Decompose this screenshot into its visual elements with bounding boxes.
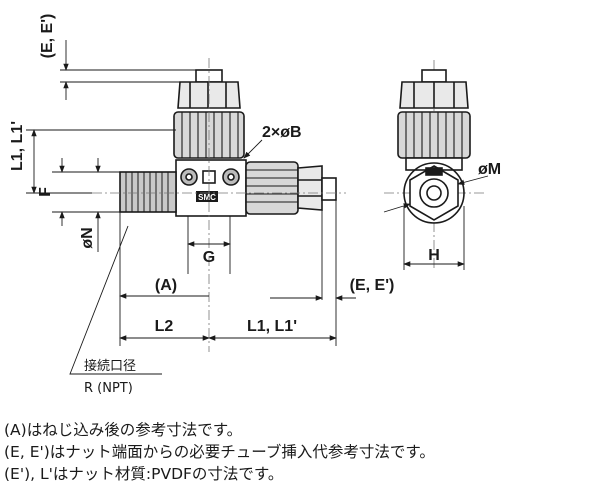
dim-h: H: [428, 247, 440, 264]
connection-label: 接続口径: [84, 358, 136, 374]
dimension-lines: [26, 40, 489, 375]
note-3: (E'), L'はナット材質:PVDFの寸法です。: [4, 465, 284, 483]
dim-g: G: [203, 249, 215, 266]
dim-e-top: (E, E'): [39, 14, 56, 59]
front-view: [119, 69, 337, 217]
connection-thread: R (NPT): [84, 381, 133, 396]
dim-n: øN: [79, 227, 96, 248]
notes: (A)はねじ込み後の参考寸法です。 (E, E')はナット端面からの必要チューブ…: [4, 419, 608, 485]
dim-l2: L2: [155, 318, 174, 335]
dim-f: F: [37, 187, 54, 197]
note-1: (A)はねじ込み後の参考寸法です。: [4, 421, 243, 439]
dim-b: 2×øB: [262, 124, 302, 141]
dim-m: øM: [478, 161, 501, 178]
side-view: [397, 69, 471, 224]
dim-l1-bottom: L1, L1': [247, 318, 297, 335]
body-mark: SMC: [198, 193, 216, 202]
note-2: (E, E')はナット端面からの必要チューブ挿入代参考寸法です。: [4, 443, 435, 461]
technical-drawing: SMC: [9, 14, 501, 396]
dim-e-bottom: (E, E'): [350, 277, 395, 294]
dim-l1-left: L1, L1': [9, 121, 26, 171]
dim-a: (A): [155, 277, 177, 294]
body-mark-plate: [196, 191, 218, 202]
